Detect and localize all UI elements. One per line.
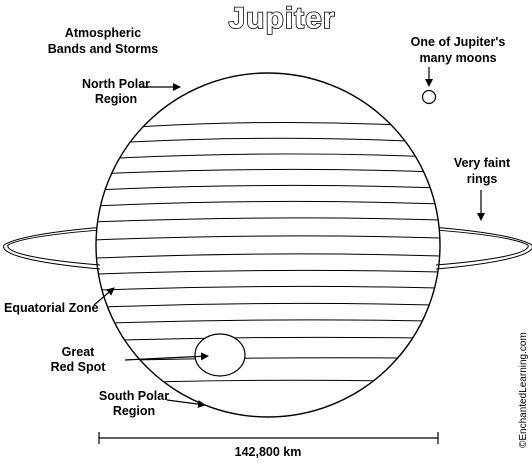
band-line [96,184,440,191]
label-rings-line1: Very faint [454,156,511,170]
label-red-spot-line2: Red Spot [51,360,107,374]
band-line [109,137,429,144]
band-line [96,217,440,223]
credit-text: ©EnchantedLearning.com [518,332,529,448]
label-red-spot-line1: Great [62,345,95,359]
label-north-polar-line1: North Polar [82,77,150,91]
label-atmospheric-line1: Atmospheric [65,26,141,40]
scale-label: 142,800 km [235,445,302,459]
band-line [103,302,435,308]
pointer-arrows [93,67,485,409]
band-line [96,200,440,207]
arrow-equatorial [93,287,115,306]
label-atmospheric-line2: Bands and Storms [48,42,158,56]
label-north-polar-line2: Region [95,92,137,106]
great-red-spot [194,333,246,377]
page-title: Jupiter [228,2,335,35]
band-line [149,379,391,383]
label-moon-line2: many moons [419,51,496,65]
band-line [109,319,429,324]
band-line [99,153,437,160]
band-line [119,336,421,341]
label-rings-line2: rings [467,172,498,186]
arrow-red-spot [124,352,209,361]
jupiter-planet [95,72,441,418]
band-line [96,253,440,259]
band-line [119,121,421,129]
label-moon-line1: One of Jupiter's [411,35,506,49]
label-south-polar-line2: Region [113,404,155,418]
band-line [99,285,439,291]
atmospheric-bands [96,121,440,383]
arrow-south-polar [166,399,206,409]
moon [421,89,437,105]
band-line [97,269,440,275]
band-line [96,168,440,175]
band-line [96,235,440,241]
scale-bar [98,432,439,444]
label-equatorial: Equatorial Zone [4,301,99,315]
band-line [131,357,411,361]
label-south-polar-line1: South Polar [99,389,169,403]
